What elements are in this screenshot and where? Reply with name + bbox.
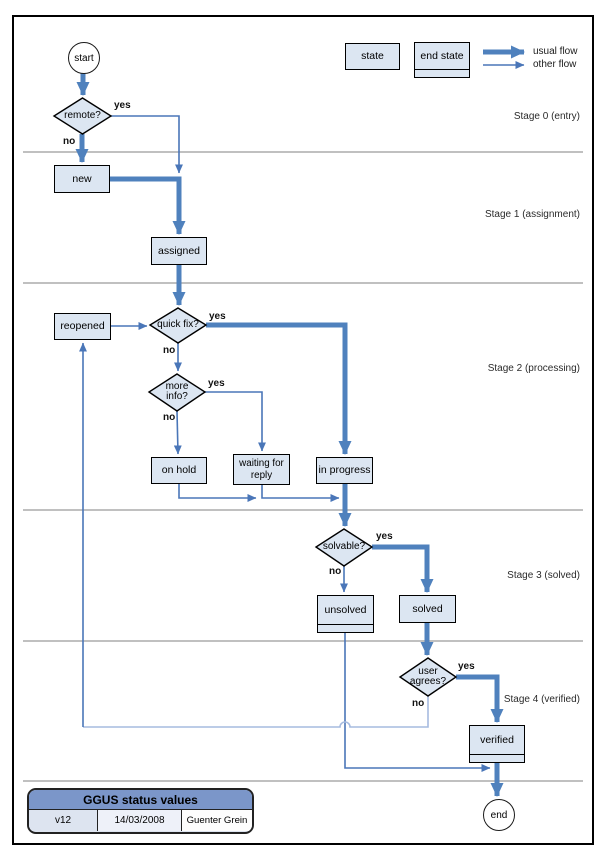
- title-block: GGUS status values v12 14/03/2008 Guente…: [27, 788, 254, 834]
- state-new: new: [54, 165, 110, 193]
- author-cell: Guenter Grein: [182, 810, 252, 831]
- edge-label-solvable-yes: yes: [376, 531, 393, 542]
- state-solved: solved: [399, 595, 456, 623]
- legend-other-flow-label: other flow: [533, 59, 577, 70]
- verified-label: verified: [480, 733, 514, 746]
- state-unsolved: unsolved: [317, 595, 374, 633]
- flow-remote-yes: [111, 115, 183, 174]
- flow-onhold-join: [178, 484, 257, 502]
- legend-end-state-box: end state: [414, 42, 470, 78]
- stage-3-label: Stage 3 (solved): [507, 570, 580, 581]
- flow-new-assigned: [110, 176, 186, 235]
- state-assigned: assigned: [151, 237, 207, 265]
- unsolved-label: unsolved: [324, 603, 367, 616]
- start-label: start: [74, 52, 94, 64]
- diagram-border: [12, 15, 594, 845]
- state-waiting-for-reply: waiting for reply: [233, 454, 290, 485]
- date-cell: 14/03/2008: [98, 810, 182, 831]
- state-verified: verified: [469, 725, 525, 763]
- legend-state-box: state: [345, 43, 400, 70]
- decision-quick-fix: [148, 307, 208, 344]
- end-node: end: [483, 799, 515, 831]
- end-state-strip: [318, 624, 373, 632]
- start-node: start: [68, 42, 100, 74]
- stage-1-label: Stage 1 (assignment): [484, 209, 580, 220]
- stage-4-label: Stage 4 (verified): [503, 694, 580, 705]
- decision-more-info: [147, 373, 207, 412]
- edge-label-remote-yes: yes: [114, 100, 131, 111]
- flow-waiting-join-inprogress: [261, 484, 340, 502]
- state-in-progress: in progress: [316, 457, 373, 484]
- edge-label-user-agrees-yes: yes: [458, 661, 475, 672]
- edge-label-more-info-no: no: [163, 412, 176, 423]
- edge-label-user-agrees-no: no: [412, 698, 425, 709]
- legend-usual-flow-label: usual flow: [533, 46, 578, 57]
- flow-solvable-yes-solved: [372, 544, 434, 593]
- flow-quickfix-yes-inprogress: [206, 322, 352, 455]
- edge-label-quick-fix-no: no: [163, 345, 176, 356]
- state-reopened: reopened: [54, 313, 111, 340]
- flow-useragrees-yes-verified: [456, 674, 504, 723]
- edge-label-more-info-yes: yes: [208, 378, 225, 389]
- decision-remote: [52, 97, 113, 135]
- end-label: end: [490, 809, 508, 821]
- decision-solvable: [314, 528, 374, 567]
- stage-0-label: Stage 0 (entry): [513, 111, 580, 122]
- decision-user-agrees: [398, 657, 458, 697]
- stage-2-label: Stage 2 (processing): [487, 363, 580, 374]
- edge-label-solvable-no: no: [329, 566, 342, 577]
- end-state-strip: [415, 69, 469, 77]
- flow-moreinfo-no-onhold: [173, 410, 182, 455]
- flow-moreinfo-yes-waiting: [204, 391, 266, 452]
- state-on-hold: on hold: [151, 457, 207, 484]
- legend-end-state-label: end state: [420, 49, 464, 62]
- end-state-strip: [470, 754, 524, 762]
- flow-useragrees-no-feedback: [83, 696, 429, 728]
- version-cell: v12: [29, 810, 98, 831]
- diagram-title: GGUS status values: [29, 790, 252, 810]
- flow-unsolved-endline: [344, 633, 491, 772]
- title-block-row: v12 14/03/2008 Guenter Grein: [29, 810, 252, 831]
- edge-label-quick-fix-yes: yes: [209, 311, 226, 322]
- edge-label-remote-no: no: [63, 136, 76, 147]
